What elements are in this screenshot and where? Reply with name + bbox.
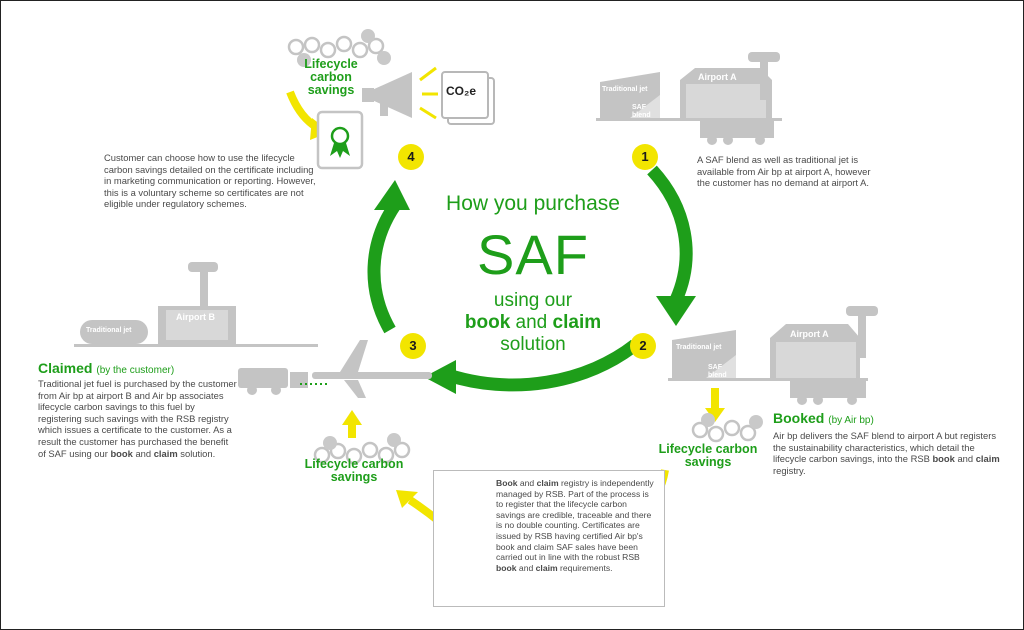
- airport-a-scene-bottom: [668, 306, 878, 405]
- step-1-description: A SAF blend as well as traditional jet i…: [697, 154, 871, 189]
- lifecycle-label-top: Lifecycle carbon savings: [304, 57, 358, 97]
- step-2-description: Air bp delivers the SAF blend to airport…: [773, 430, 1000, 476]
- step-badge-3: 3: [400, 333, 426, 359]
- step-2-block: Booked (by Air bp) Air bp delivers the S…: [773, 410, 1003, 476]
- step-badge-4: 4: [398, 144, 424, 170]
- arrowhead-2: [656, 296, 696, 326]
- step-3-heading: Claimed (by the customer): [38, 360, 175, 376]
- airport-a-label-bottom: Airport A: [790, 329, 829, 339]
- arrowhead-3: [424, 360, 456, 394]
- co2e-label: CO₂e: [446, 84, 477, 98]
- arrow-3-to-4: [367, 201, 401, 334]
- step-4-description: Customer can choose how to use the lifec…: [104, 152, 316, 210]
- step-2-heading: Booked (by Air bp): [773, 410, 874, 426]
- tank-label-traditional-bottom: Traditional jet: [676, 344, 722, 351]
- co2-documents-icon: [441, 71, 495, 125]
- step-badge-1: 1: [632, 144, 658, 170]
- registry-box: [433, 470, 665, 607]
- tank-label-saf-bottom: SAF blend: [708, 364, 727, 379]
- airport-a-scene-top: [596, 52, 782, 145]
- arrow-1-to-2: [647, 165, 693, 303]
- title-line-1: How you purchase: [446, 192, 620, 215]
- lifecycle-label-right: Lifecycle carbon savings: [658, 442, 758, 469]
- airport-b-scene: [74, 262, 432, 398]
- tank-label-traditional-top: Traditional jet: [602, 86, 648, 93]
- certificate-icon-top: [316, 110, 364, 170]
- airport-b-label: Airport B: [176, 312, 215, 322]
- registry-description: Book and claim registry is independently…: [496, 478, 654, 573]
- step-badge-2: 2: [630, 333, 656, 359]
- title-rest: using our book and claim solution: [464, 290, 602, 355]
- step-3-description: Traditional jet fuel is purchased by the…: [38, 378, 237, 459]
- arrow-2-to-3: [446, 339, 640, 392]
- tank-label-traditional-left: Traditional jet: [86, 327, 132, 334]
- airport-a-label-top: Airport A: [698, 72, 737, 82]
- tank-label-saf-top: SAF blend: [632, 104, 651, 119]
- megaphone-icon: [362, 66, 438, 120]
- arrowhead-4: [374, 180, 410, 210]
- lifecycle-label-left: Lifecycle carbon savings: [304, 457, 404, 484]
- step-3-block: Claimed (by the customer) Traditional je…: [38, 360, 238, 459]
- title-saf: SAF: [477, 223, 589, 286]
